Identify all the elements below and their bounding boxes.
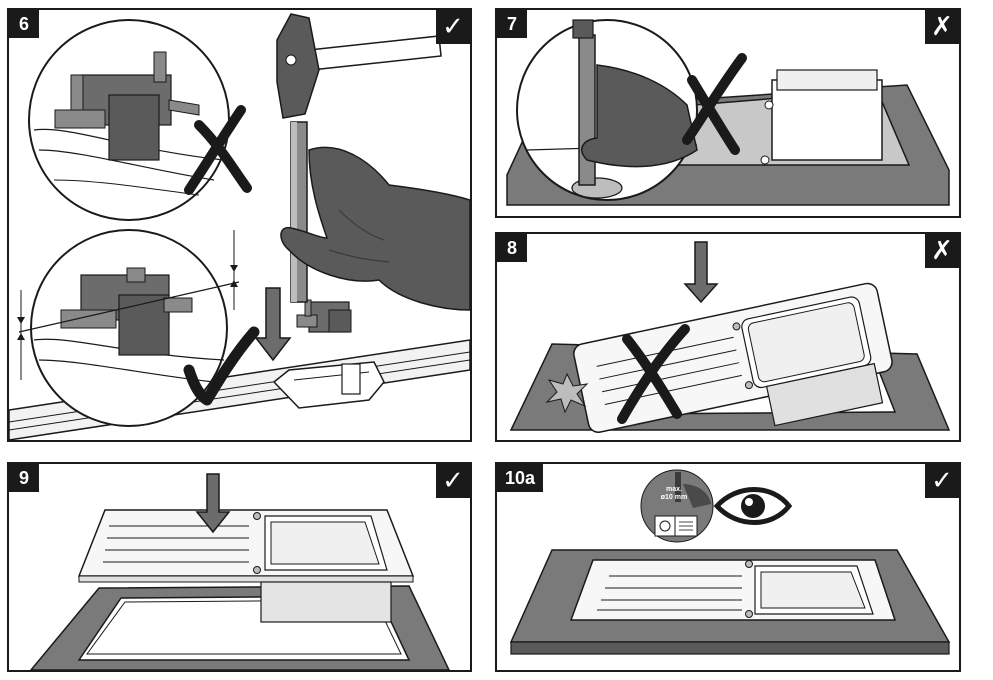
panel-step-6: 6 ✓ bbox=[7, 8, 472, 442]
sink-tilted bbox=[573, 282, 893, 433]
sink-installed bbox=[569, 559, 897, 621]
cross-icon: ✗ bbox=[925, 234, 959, 268]
detail-circle-incorrect bbox=[28, 19, 252, 221]
check-icon: ✓ bbox=[436, 464, 470, 498]
sink bbox=[77, 509, 415, 623]
glove bbox=[280, 146, 470, 311]
eye-icon bbox=[713, 487, 793, 525]
cross-icon: ✗ bbox=[925, 10, 959, 44]
step-number: 9 bbox=[9, 464, 39, 492]
detail-circle-correct bbox=[17, 229, 260, 427]
info-badge-line1: max. bbox=[666, 486, 682, 493]
hammer bbox=[276, 13, 442, 119]
panel-step-7: 7 ✗ bbox=[495, 8, 961, 218]
info-badge-line2: ø10 mm bbox=[660, 494, 688, 501]
panel-step-9: 9 ✓ bbox=[7, 462, 472, 672]
check-icon: ✓ bbox=[436, 10, 470, 44]
manual-info-icon bbox=[640, 469, 714, 543]
step-number: 8 bbox=[497, 234, 527, 262]
panel-step-10a: max. ø10 mm 10a ✓ bbox=[495, 462, 961, 672]
step-number: 6 bbox=[9, 10, 39, 38]
step-9-illustration bbox=[30, 473, 450, 670]
step-7-illustration bbox=[506, 19, 950, 206]
step-8-illustration bbox=[509, 241, 951, 433]
panel-step-8: 8 ✗ bbox=[495, 232, 961, 442]
info-badge-text: max. ø10 mm bbox=[659, 486, 689, 502]
clip-part bbox=[296, 299, 352, 333]
step-number: 7 bbox=[497, 10, 527, 38]
step-number: 10a bbox=[497, 464, 544, 492]
step-10a-illustration bbox=[509, 469, 951, 655]
step-6-illustration bbox=[9, 13, 470, 440]
check-icon: ✓ bbox=[925, 464, 959, 498]
